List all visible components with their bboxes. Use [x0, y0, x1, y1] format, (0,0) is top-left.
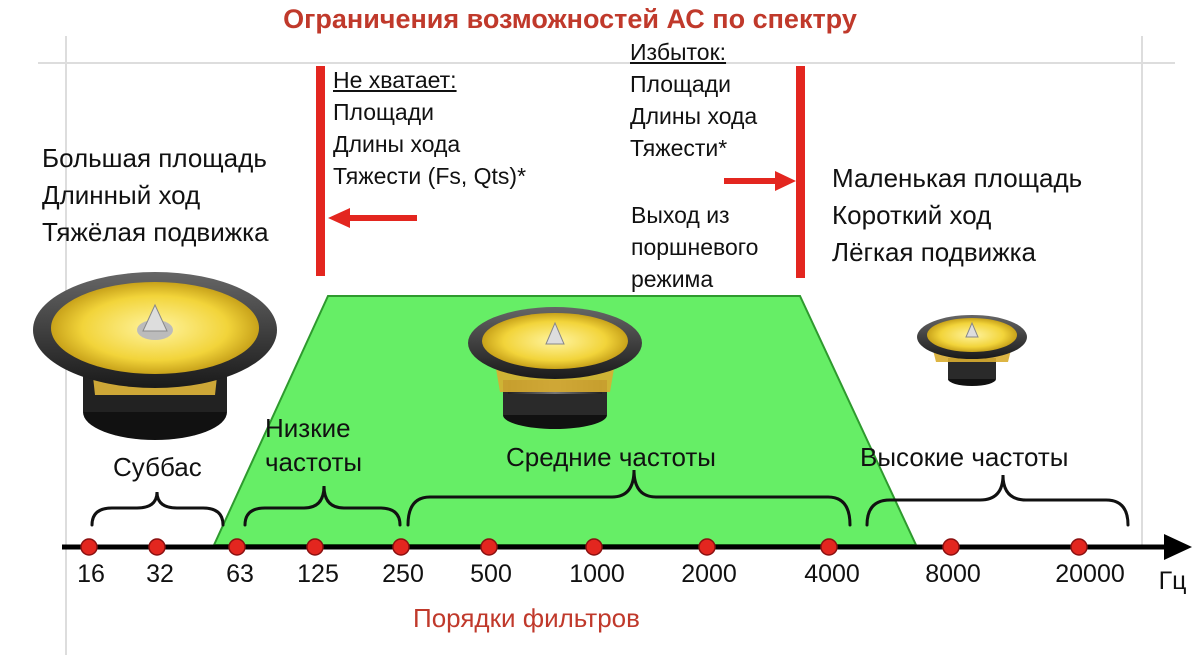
tick-250: [392, 538, 410, 556]
low-band-bracket: [243, 485, 402, 527]
piston-note-line: режима: [631, 266, 714, 292]
lack-line: Площади: [333, 99, 434, 125]
tick-20000: [1070, 538, 1088, 556]
high-limit-line: [796, 66, 805, 278]
large-speaker-icon: [33, 272, 277, 440]
subbass-bracket: [90, 491, 225, 527]
left-description: Большая площадь Длинный ход Тяжёлая подв…: [42, 140, 269, 251]
tick-label: 4000: [804, 560, 860, 588]
low-limit-line: [316, 66, 325, 276]
right-desc-line: Короткий ход: [832, 200, 992, 230]
tick-125: [306, 538, 324, 556]
low-band-label: Низкие частоты: [265, 411, 362, 479]
left-desc-line: Большая площадь: [42, 143, 267, 173]
excess-heading: Избыток:: [630, 39, 727, 65]
piston-note-line: поршневого: [631, 234, 759, 260]
axis-arrowhead: [1164, 534, 1192, 560]
right-desc-line: Маленькая площадь: [832, 163, 1083, 193]
excess-line: Тяжести*: [630, 135, 728, 161]
tick-4000: [820, 538, 838, 556]
tick-500: [480, 538, 498, 556]
right-desc-line: Лёгкая подвижка: [832, 237, 1036, 267]
tick-label: 20000: [1055, 560, 1125, 588]
tick-16: [80, 538, 98, 556]
tick-8000: [942, 538, 960, 556]
tick-label: 8000: [925, 560, 981, 588]
high-band-label: Высокие частоты: [860, 442, 1069, 472]
tick-label: 1000: [569, 560, 625, 588]
lack-block: Не хватает: Площади Длины хода Тяжести (…: [333, 64, 526, 192]
subbass-label: Суббас: [113, 452, 202, 482]
tick-label: 500: [470, 560, 512, 588]
mid-band-bracket: [406, 469, 852, 527]
mid-band-label: Средние частоты: [506, 442, 716, 472]
left-desc-line: Длинный ход: [42, 180, 201, 210]
excess-block: Избыток: Площади Длины хода Тяжести*: [630, 36, 757, 164]
tick-label: 32: [146, 560, 174, 588]
axis-unit: Гц: [1158, 567, 1187, 595]
diagram-title: Ограничения возможностей АС по спектру: [283, 4, 857, 34]
lack-line: Тяжести (Fs, Qts)*: [333, 163, 527, 189]
low-band-line: частоты: [265, 447, 363, 477]
low-band-line: Низкие: [265, 413, 351, 443]
piston-note-line: Выход из: [631, 202, 730, 228]
tick-label: 63: [226, 560, 254, 588]
tick-label: 250: [382, 560, 424, 588]
tick-label: 16: [77, 560, 105, 588]
lack-arrow: [328, 208, 417, 228]
excess-line: Площади: [630, 71, 731, 97]
lack-heading: Не хватает:: [333, 67, 457, 93]
small-speaker-icon: [917, 315, 1027, 386]
tick-63: [228, 538, 246, 556]
tick-2000: [698, 538, 716, 556]
tick-markers: [80, 538, 1088, 556]
tick-1000: [585, 538, 603, 556]
tick-32: [148, 538, 166, 556]
high-band-bracket: [865, 474, 1130, 527]
piston-mode-note: Выход из поршневого режима: [631, 199, 758, 295]
left-desc-line: Тяжёлая подвижка: [42, 217, 269, 247]
tick-label: 2000: [681, 560, 737, 588]
right-description: Маленькая площадь Короткий ход Лёгкая по…: [832, 160, 1082, 271]
tick-label: 125: [297, 560, 339, 588]
excess-line: Длины хода: [630, 103, 758, 129]
excess-arrow: [724, 171, 796, 191]
footer-caption: Порядки фильтров: [413, 603, 640, 633]
medium-speaker-icon: [468, 307, 642, 429]
lack-line: Длины хода: [333, 131, 461, 157]
